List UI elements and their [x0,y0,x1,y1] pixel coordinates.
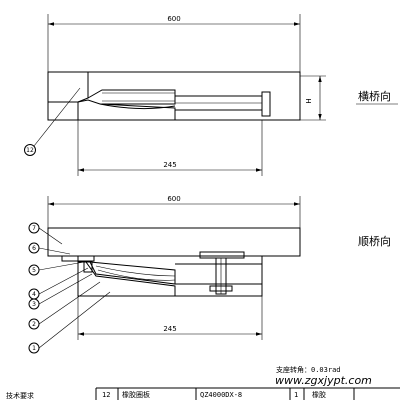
tb-code: QZ4000DX-8 [200,391,242,399]
callout-1: 1 [32,345,36,352]
top-dim-inner-label: 245 [163,161,176,169]
tb-no: 12 [102,391,110,399]
top-callout-12: 12 [24,87,81,156]
top-dim-height-label: H [305,98,313,103]
watermark: www.zgxjypt.com [275,374,372,387]
callout-6: 6 [32,245,36,252]
callout-4: 4 [32,291,36,298]
callout-2: 2 [32,321,36,328]
tb-qty: 1 [294,391,298,399]
top-left-hatch [47,71,89,103]
top-dim-width-label: 600 [167,15,180,23]
tb-name: 橡胶圈板 [122,390,150,399]
top-view: 600 H [24,14,398,176]
top-side-label: 横桥向 [358,89,391,103]
tb-left-text: 技术要求 [6,391,34,400]
top-right-stopper [261,91,271,117]
callout-5: 5 [32,267,36,274]
bottom-dim-inner: 245 [77,296,263,340]
bottom-callouts: 7 6 5 4 3 2 1 [28,222,111,354]
bottom-seal-ring [83,261,93,273]
top-dim-height: H [300,75,326,121]
top-dim-inner: 245 [77,120,263,176]
top-callout-12-label: 12 [26,147,34,154]
bottom-view: 600 245 [28,195,391,354]
bottom-side-label: 顺桥向 [358,234,391,248]
top-piston [87,89,262,111]
bottom-dim-inner-label: 245 [163,325,176,333]
top-wedge [99,103,176,110]
tb-material: 橡胶 [312,390,326,399]
title-block: 12 橡胶圈板 QZ4000DX-8 1 橡胶 技术要求 [6,387,400,400]
bottom-dim-width-label: 600 [167,195,180,203]
bottom-dim-width: 600 [47,195,301,228]
bottom-anchor [199,251,245,295]
bottom-slide-plate [61,255,95,262]
top-dim-width: 600 [47,14,301,72]
callout-3: 3 [32,301,36,308]
top-lower-hatch [77,99,176,121]
bottom-top-plate [47,227,301,257]
rotation-note: 支座转角：0.03rad [276,365,341,374]
callout-7: 7 [32,225,36,232]
